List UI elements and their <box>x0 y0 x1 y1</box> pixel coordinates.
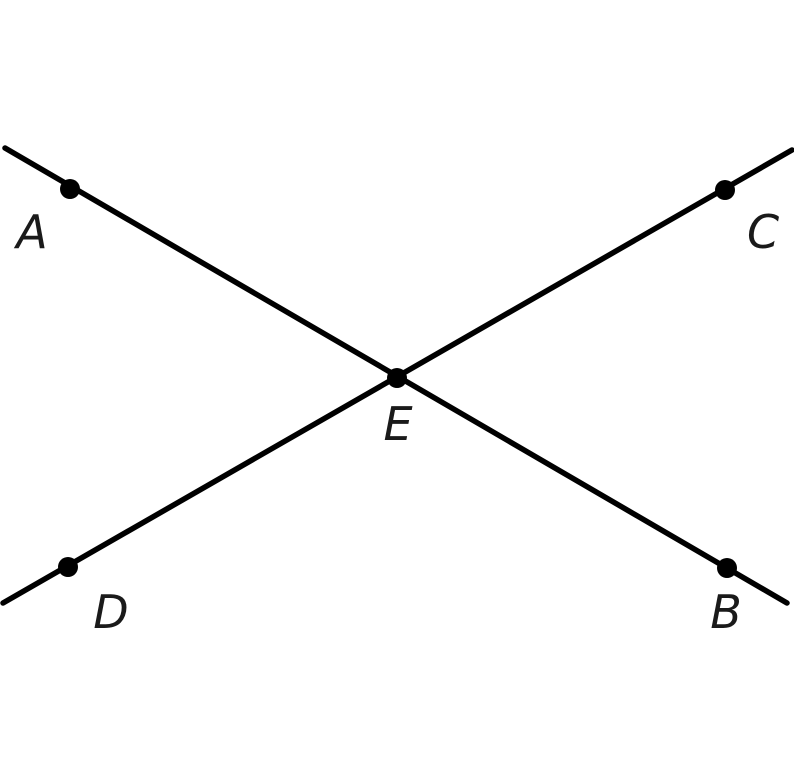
point-label-C: C <box>747 205 779 259</box>
point-label-B: B <box>710 585 742 639</box>
point-label-E: E <box>383 397 412 451</box>
point-E <box>387 368 407 388</box>
point-A <box>60 179 80 199</box>
point-label-A: A <box>13 205 47 259</box>
point-C <box>715 180 735 200</box>
point-D <box>58 557 78 577</box>
point-label-D: D <box>93 585 128 639</box>
point-B <box>717 558 737 578</box>
